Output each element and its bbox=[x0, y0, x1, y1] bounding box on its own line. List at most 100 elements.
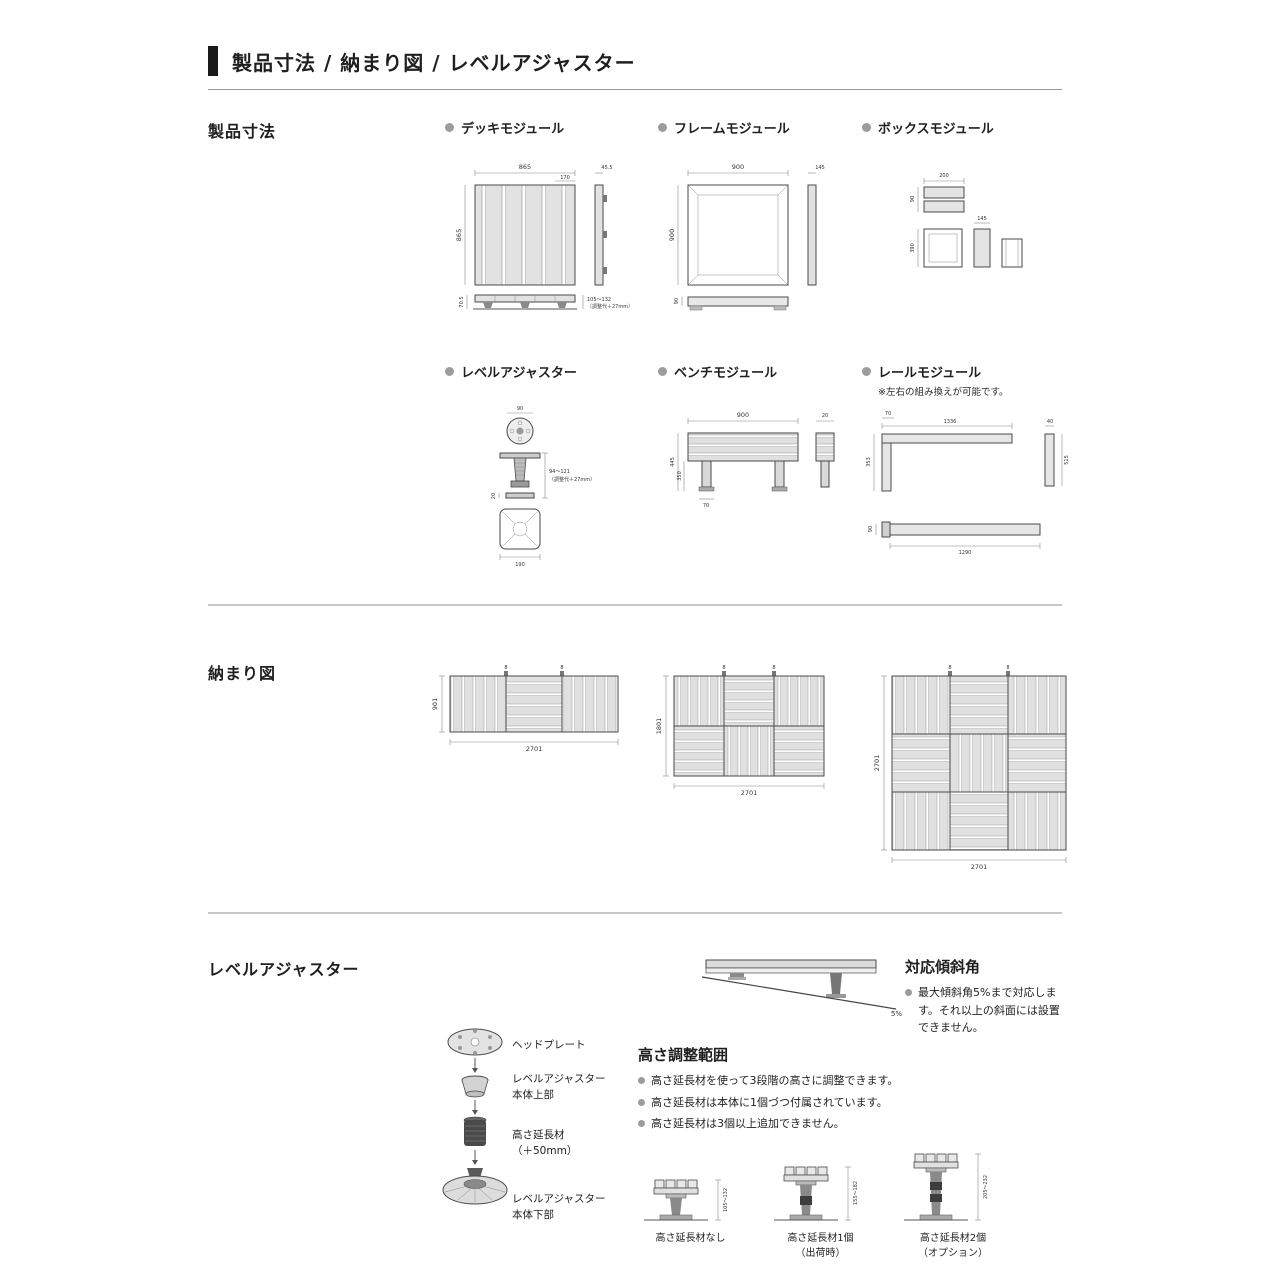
dimension-label: 1801 bbox=[655, 718, 663, 735]
module-frame-label: フレームモジュール bbox=[674, 122, 790, 137]
bullet-icon bbox=[862, 123, 871, 132]
part-label-line: 高さ延長材 bbox=[512, 1129, 565, 1141]
module-frame: フレームモジュール 900 900 145 90 bbox=[658, 118, 868, 323]
height-note-text: 高さ延長材を使って3段階の高さに調整できます。 bbox=[651, 1074, 899, 1087]
dimension-label: 105〜132 bbox=[723, 1188, 729, 1212]
adjuster-module-drawing: 90 94〜121 （調整代＋27mm） 20 190 bbox=[491, 406, 595, 568]
part-label-line: レベルアジャスター bbox=[512, 1193, 606, 1205]
plan-b-drawing: 8 8 1801 2701 bbox=[655, 665, 825, 797]
section-heading-adjuster: レベルアジャスター bbox=[208, 960, 360, 979]
bullet-icon bbox=[658, 123, 667, 132]
slope-note-text: 最大傾斜角5%まで対応します。それ以上の斜面には設置できません。 bbox=[918, 986, 1060, 1035]
dimension-label: 70 bbox=[703, 503, 709, 509]
dimension-label: 1290 bbox=[959, 550, 972, 556]
dimension-label: 190 bbox=[515, 562, 525, 568]
module-deck-label: デッキモジュール bbox=[461, 122, 565, 137]
dimension-label: 90 bbox=[868, 526, 874, 532]
caption-line: 高さ延長材1個 bbox=[787, 1233, 854, 1244]
variant-caption-two: 高さ延長材2個 （オプション） bbox=[888, 1232, 1018, 1261]
dimension-label: 2701 bbox=[741, 789, 758, 797]
note-bullet-icon bbox=[638, 1120, 645, 1128]
section-divider bbox=[208, 604, 1062, 606]
dimension-label: 145 bbox=[977, 216, 987, 222]
slope-percent-label: 5% bbox=[891, 1010, 902, 1018]
height-note: 高さ延長材は本体に1個づつ付属されています。 bbox=[638, 1094, 968, 1112]
dimension-label: （調整代＋27mm） bbox=[587, 303, 633, 310]
joint-dim-label: 8 bbox=[560, 665, 563, 671]
variant-none-drawing: 105〜132 bbox=[644, 1179, 729, 1221]
header-bar-icon bbox=[208, 46, 218, 76]
bullet-icon bbox=[862, 367, 871, 376]
caption-line: （出荷時） bbox=[795, 1247, 846, 1259]
dimension-label: 155〜182 bbox=[853, 1181, 859, 1205]
variant-caption-none: 高さ延長材なし bbox=[628, 1232, 753, 1247]
caption-line: 高さ延長材なし bbox=[655, 1233, 726, 1244]
section-divider bbox=[208, 912, 1062, 914]
part-label-body-upper: レベルアジャスター 本体上部 bbox=[512, 1072, 606, 1104]
variant-one-drawing: 155〜182 bbox=[774, 1166, 859, 1221]
exploded-view-drawing bbox=[442, 1028, 508, 1205]
module-box-label: ボックスモジュール bbox=[878, 122, 994, 137]
rail-note: ※左右の組み換えが可能です。 bbox=[878, 387, 1009, 398]
dimension-label: 1336 bbox=[944, 419, 957, 425]
dimension-label: 90 bbox=[517, 406, 523, 412]
joint-dim-label: 8 bbox=[1006, 665, 1009, 671]
frame-module-drawing: 900 900 145 90 bbox=[668, 163, 825, 311]
module-bench: ベンチモジュール 900 445 350 70 20 bbox=[658, 362, 868, 571]
note-bullet-icon bbox=[905, 989, 912, 996]
height-notes: 高さ延長材を使って3段階の高さに調整できます。 高さ延長材は本体に1個づつ付属さ… bbox=[638, 1072, 968, 1133]
dimension-label: 900 bbox=[668, 229, 676, 241]
bullet-icon bbox=[445, 367, 454, 376]
section-heading-dimensions: 製品寸法 bbox=[208, 122, 277, 141]
note-bullet-icon bbox=[638, 1098, 645, 1106]
dimension-label: 2701 bbox=[971, 863, 988, 871]
joint-dim-label: 8 bbox=[948, 665, 951, 671]
part-label-line: レベルアジャスター bbox=[512, 1073, 606, 1085]
part-label-line: ヘッドプレート bbox=[512, 1039, 586, 1051]
dimension-label: 170 bbox=[560, 175, 570, 181]
module-adjuster-label: レベルアジャスター bbox=[461, 366, 577, 381]
dimension-label: 445 bbox=[670, 457, 676, 467]
part-label-body-lower: レベルアジャスター 本体下部 bbox=[512, 1192, 606, 1224]
part-label-line: 本体下部 bbox=[512, 1208, 554, 1221]
height-note: 高さ延長材を使って3段階の高さに調整できます。 bbox=[638, 1072, 968, 1090]
height-note: 高さ延長材は3個以上追加できません。 bbox=[638, 1115, 968, 1133]
dimension-label: 20 bbox=[491, 493, 497, 499]
bullet-icon bbox=[658, 367, 667, 376]
module-bench-label: ベンチモジュール bbox=[674, 366, 778, 381]
height-note-text: 高さ延長材は本体に1個づつ付属されています。 bbox=[651, 1095, 888, 1109]
height-note-text: 高さ延長材は3個以上追加できません。 bbox=[651, 1117, 845, 1131]
dimension-label: 515 bbox=[1064, 455, 1070, 465]
dimension-label: 865 bbox=[455, 229, 463, 241]
dimension-label: 900 bbox=[737, 411, 749, 419]
joint-dim-label: 8 bbox=[504, 665, 507, 671]
slope-heading: 対応傾斜角 bbox=[905, 958, 981, 976]
plan-a-drawing: 8 8 901 2701 bbox=[431, 665, 619, 753]
part-label-extension: 高さ延長材 （＋50mm） bbox=[512, 1128, 577, 1160]
dimension-label: 145 bbox=[815, 165, 825, 171]
dimension-label: 90 bbox=[910, 196, 916, 202]
variant-two-drawing: 205〜232 bbox=[904, 1153, 989, 1221]
bullet-icon bbox=[445, 123, 454, 132]
dimension-label: 900 bbox=[732, 163, 744, 171]
dimension-label: 40 bbox=[1047, 419, 1053, 425]
dimension-label: 45.5 bbox=[601, 165, 612, 171]
dimension-label: 70 bbox=[885, 411, 891, 417]
page-header: 製品寸法 / 納まり図 / レベルアジャスター bbox=[208, 46, 1062, 90]
module-adjuster: レベルアジャスター 90 94〜121 （調整代＋27mm） 20 190 bbox=[445, 362, 665, 571]
dimension-label: 105〜132 bbox=[587, 297, 611, 303]
part-label-line: （＋50mm） bbox=[512, 1144, 578, 1157]
module-rail: レールモジュール ※左右の組み換えが可能です。 70 1336 353 40 5… bbox=[862, 362, 1082, 566]
part-label-head-plate: ヘッドプレート bbox=[512, 1038, 586, 1054]
module-deck: デッキモジュール 865 170 865 45.5 70.5 105〜132 bbox=[445, 118, 665, 323]
dimension-label: 94〜121 bbox=[549, 469, 570, 475]
dimension-label: 20 bbox=[822, 413, 828, 419]
dimension-label: 865 bbox=[519, 163, 531, 171]
module-box: ボックスモジュール 200 90 390 145 bbox=[862, 118, 1062, 323]
note-bullet-icon bbox=[638, 1077, 645, 1084]
height-heading: 高さ調整範囲 bbox=[638, 1046, 729, 1064]
module-rail-label: レールモジュール bbox=[878, 366, 982, 381]
deck-module-drawing: 865 170 865 45.5 70.5 105〜132 （調整代＋27mm） bbox=[455, 163, 633, 310]
part-label-line: 本体上部 bbox=[512, 1088, 554, 1101]
dimension-label: 390 bbox=[910, 243, 916, 253]
